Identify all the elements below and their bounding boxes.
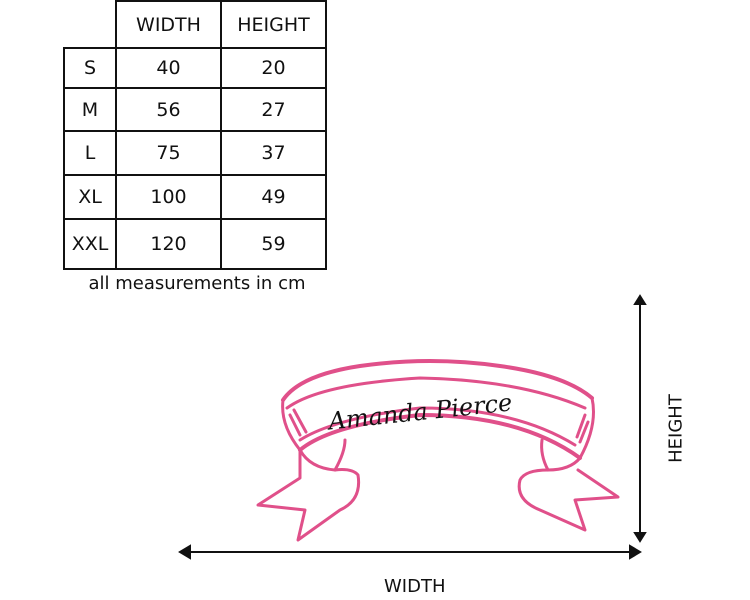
size-table: WIDTH HEIGHT S 40 20 M 56 27 L 75 37 XL … bbox=[63, 0, 327, 270]
table-row: XXL 120 59 bbox=[63, 218, 327, 270]
table-row: L 75 37 bbox=[63, 130, 327, 176]
height-cell: 49 bbox=[220, 174, 327, 220]
ribbon-banner bbox=[256, 359, 620, 542]
width-cell: 120 bbox=[115, 218, 222, 270]
height-label: HEIGHT bbox=[665, 394, 687, 463]
size-cell: M bbox=[63, 87, 117, 132]
height-arrow bbox=[633, 294, 647, 543]
header-width: WIDTH bbox=[115, 0, 222, 49]
table-row: S 40 20 bbox=[63, 47, 327, 89]
height-cell: 59 bbox=[220, 218, 327, 270]
height-cell: 20 bbox=[220, 47, 327, 89]
measurement-caption: all measurements in cm bbox=[88, 273, 306, 294]
width-cell: 56 bbox=[115, 87, 222, 132]
table-row: XL 100 49 bbox=[63, 174, 327, 220]
width-cell: 75 bbox=[115, 130, 222, 176]
size-cell: XXL bbox=[63, 218, 117, 270]
size-cell: L bbox=[63, 130, 117, 176]
ribbon-name: Amanda Pierce bbox=[325, 388, 513, 435]
size-cell: XL bbox=[63, 174, 117, 220]
width-arrow bbox=[178, 544, 642, 560]
width-cell: 100 bbox=[115, 174, 222, 220]
height-cell: 37 bbox=[220, 130, 327, 176]
table-row: M 56 27 bbox=[63, 87, 327, 132]
header-height: HEIGHT bbox=[220, 0, 327, 49]
height-cell: 27 bbox=[220, 87, 327, 132]
size-cell: S bbox=[63, 47, 117, 89]
width-cell: 40 bbox=[115, 47, 222, 89]
width-label: WIDTH bbox=[384, 576, 446, 597]
